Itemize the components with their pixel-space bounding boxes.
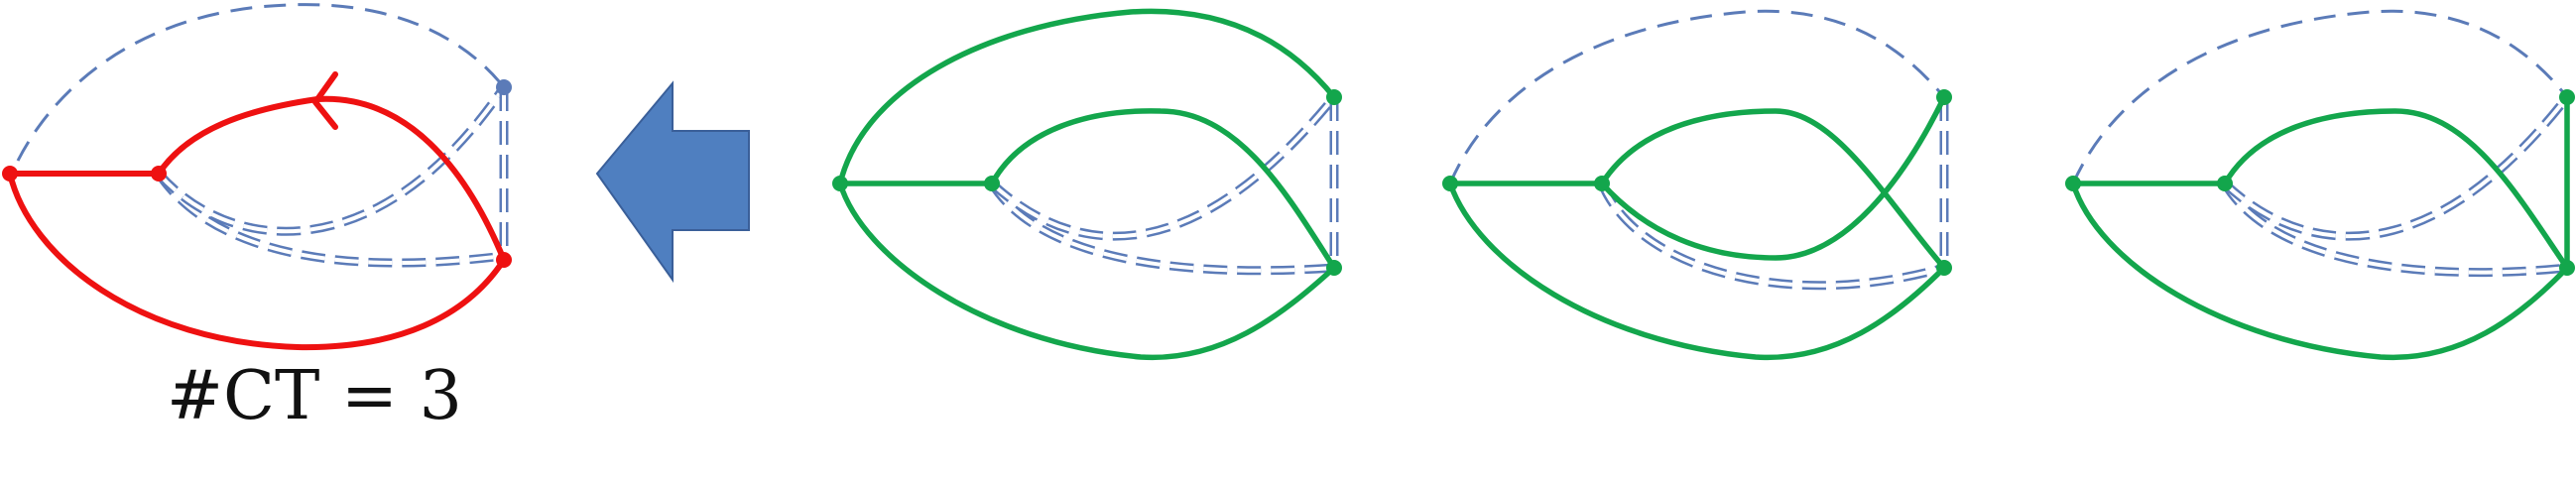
red-arrowhead-icon [312,71,338,130]
red-vertex [496,252,512,268]
double-dashed-lines [155,84,509,268]
green-outer-arc [837,8,1337,186]
green-vertex [1936,89,1952,105]
red-vertex [2,166,18,182]
dashed-outer-arc [1448,9,1946,184]
green-vertex [984,176,1000,191]
double-dashed-lines [1597,97,1949,291]
dashed-outer-arc [16,3,506,162]
double-dashed-lines [988,94,1339,276]
red-vertex [151,166,167,182]
green-lower-arc [2070,181,2570,361]
green-vertex [2559,260,2575,276]
green-vertex [1936,260,1952,276]
red-upper-arc [156,95,507,263]
blue-vertex [496,79,512,95]
green-diagram-3 [2065,9,2575,361]
green-vertex [832,176,848,191]
green-vertex [1442,176,1458,191]
green-lower-arc [1447,181,1947,361]
left-arrow-icon [595,80,750,284]
green-diagram-1 [832,8,1342,361]
contracted-diagram [2,3,512,351]
green-lower-arc [837,181,1337,361]
green-vertex [2217,176,2233,191]
green-vertex [2559,89,2575,105]
dashed-outer-arc [2071,9,2569,184]
green-inner-arc [2222,108,2570,271]
green-vertex [1326,89,1342,105]
green-inner-arc [989,108,1337,271]
green-vertex [1326,260,1342,276]
green-diagram-2 [1442,9,1952,361]
red-lower-arc [7,171,507,351]
green-vertex [1594,176,1610,191]
green-vertex [2065,176,2081,191]
count-caption: #CT = 3 [167,357,462,435]
green-inner-arc [1599,108,1947,271]
green-inner-lower-arc [1599,94,1947,261]
double-dashed-lines [2221,94,2571,278]
